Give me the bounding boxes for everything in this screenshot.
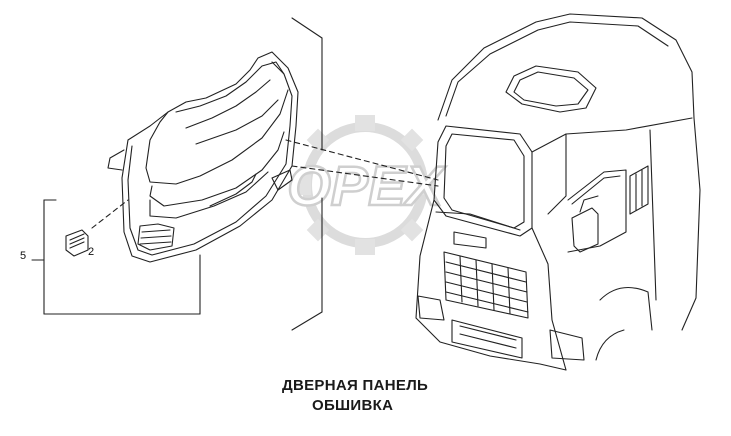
- caption-title: ДВЕРНАЯ ПАНЕЛЬ: [282, 377, 429, 394]
- truck-cab: [415, 13, 701, 371]
- leader-lines: [91, 139, 439, 229]
- door-trim-panel: [107, 51, 299, 263]
- callout-number-2: 2: [88, 246, 95, 258]
- bracket-lines: [31, 17, 323, 331]
- caption-subtitle: ОБШИВКА: [312, 397, 394, 414]
- callout-number-5: 5: [20, 250, 27, 262]
- clip-part: [65, 229, 89, 257]
